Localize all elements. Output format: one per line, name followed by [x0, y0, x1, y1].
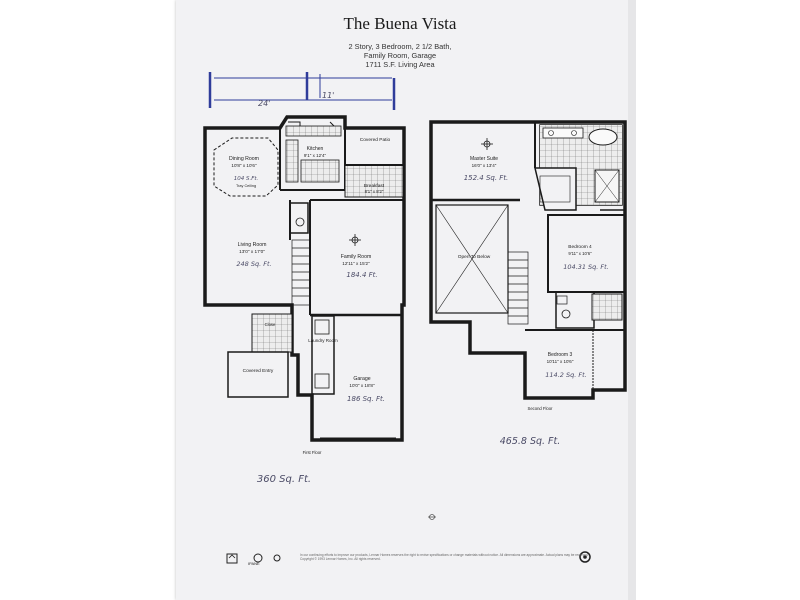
first-floor-plan — [203, 72, 406, 442]
living-area-note: 248 Sq. Ft. — [236, 260, 271, 268]
master-label: Master Suite — [470, 156, 498, 162]
dining-area-note: 104 S.Ft. — [234, 176, 259, 182]
logo-mark-icon — [253, 553, 263, 563]
garage-area-note: 186 Sq. Ft. — [347, 395, 385, 403]
laundry-label: Laundry Room — [308, 338, 338, 343]
first-floor-labels: Dining Room 10'8" x 10'6" 104 S.Ft. Tray… — [229, 91, 391, 485]
pen-dimension-marks — [208, 72, 396, 110]
paper-mark — [428, 514, 436, 520]
first-floor-total-note: 360 Sq. Ft. — [257, 474, 311, 485]
kitchen-dims: 9'1" x 12'4" — [304, 153, 327, 158]
first-floor-caption: First Floor — [303, 450, 322, 455]
breakfast-label: Breakfast — [364, 183, 385, 189]
open-below-label: Open To Below — [458, 254, 491, 260]
plan-subtitle-2: Family Room, Garage — [363, 51, 437, 60]
paper-edge — [628, 0, 636, 600]
width-mark-24: 24' — [258, 99, 270, 108]
living-dims: 13'0" x 17'0" — [239, 249, 265, 254]
second-floor-labels: Master Suite 16'0" x 13'4" 152.4 Sq. Ft.… — [458, 156, 609, 447]
second-floor-plan — [429, 120, 627, 400]
bedroom4-label: Bedroom 4 — [568, 244, 592, 250]
plan-subtitle-1: 2 Story, 3 Bedroom, 2 1/2 Bath, — [348, 42, 452, 51]
family-label: Family Room — [341, 254, 372, 260]
dining-label: Dining Room — [229, 156, 259, 162]
equal-housing-icon — [226, 553, 238, 564]
patio-label: Covered Patio — [360, 137, 391, 143]
kitchen-label: Kitchen — [307, 146, 324, 152]
builder-seal-icon — [579, 551, 591, 563]
plan-subtitle-3: 1711 S.F. Living Area — [365, 60, 435, 69]
second-floor-caption: Second Floor — [528, 406, 554, 411]
breakfast-dims: 8'1" x 8'2" — [365, 189, 384, 194]
second-floor-total-note: 465.8 Sq. Ft. — [500, 436, 561, 447]
dining-dims: 10'8" x 10'6" — [231, 163, 257, 168]
bedroom4-dims: 9'11" x 10'6" — [568, 251, 592, 256]
bedroom4-area-note: 104.31 Sq. Ft. — [563, 263, 609, 271]
bedroom3-label: Bedroom 3 — [548, 352, 573, 358]
dining-ceiling-note: Tray Ceiling — [236, 184, 256, 188]
footer-logo-text: IPANE — [248, 561, 260, 566]
footer-fine-print: In our continuing efforts to improve our… — [300, 553, 589, 561]
garage-label: Garage — [353, 376, 370, 382]
living-label: Living Room — [238, 242, 267, 248]
plan-title: The Buena Vista — [343, 14, 457, 33]
bedroom3-dims: 10'11" x 10'6" — [547, 359, 574, 364]
bedroom3-area-note: 114.2 Sq. Ft. — [545, 371, 586, 379]
family-area-note: 184.4 Ft. — [346, 271, 377, 279]
garage-dims: 10'0" x 18'8" — [349, 383, 375, 388]
closet-label: Close — [265, 322, 276, 327]
footer-logos — [226, 551, 591, 564]
master-dims: 16'0" x 13'4" — [472, 163, 497, 168]
entry-label: Covered Entry — [243, 368, 274, 374]
width-mark-11: 11' — [322, 91, 334, 100]
master-area-note: 152.4 Sq. Ft. — [464, 174, 509, 182]
family-dims: 12'11" x 15'2" — [342, 261, 370, 266]
